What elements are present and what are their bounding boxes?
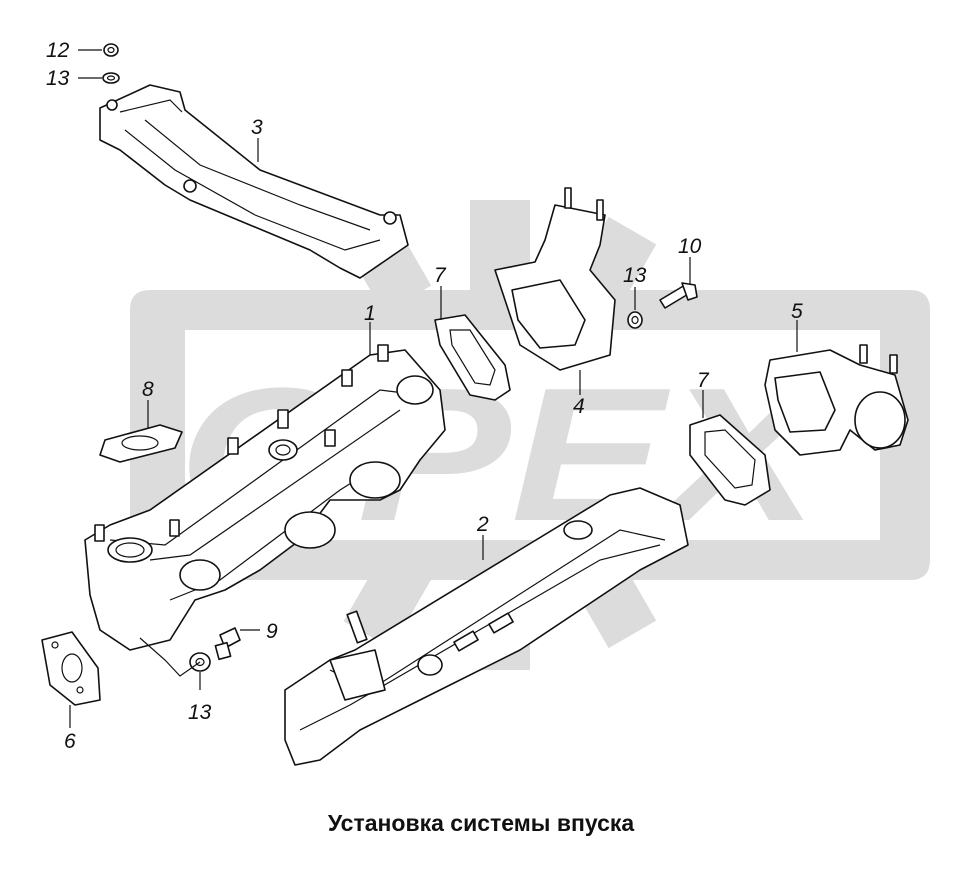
callout-10: 10 <box>678 235 702 258</box>
leader-lines <box>69 49 798 728</box>
part-7-gasket-a <box>434 314 511 401</box>
callout-4: 4 <box>573 395 585 418</box>
callout-5: 5 <box>791 300 803 323</box>
part-2-intake-pipe <box>284 487 689 766</box>
part-1-intake-manifold <box>84 344 446 651</box>
callout-7-right: 7 <box>697 369 710 392</box>
part-6-plate <box>41 631 101 706</box>
callout-6: 6 <box>64 730 76 753</box>
callout-7-left: 7 <box>434 264 447 287</box>
callout-9: 9 <box>266 620 278 643</box>
part-5-elbow <box>764 344 909 456</box>
callout-13-right: 13 <box>623 264 647 287</box>
callout-3: 3 <box>251 116 263 139</box>
callout-12: 12 <box>46 39 70 62</box>
bolt-9 <box>214 627 241 661</box>
part-3-upper-intake-pipe <box>99 84 409 279</box>
part-8-gasket <box>99 424 183 463</box>
callout-numbers: 12 13 3 1 7 4 13 10 5 7 8 2 9 13 6 <box>46 39 803 753</box>
callout-2: 2 <box>476 513 489 536</box>
diagram-caption: Установка системы впуска <box>327 810 635 836</box>
part-4-flange-pipe <box>494 187 616 371</box>
callout-8: 8 <box>142 378 154 401</box>
washer-13-top <box>102 72 120 84</box>
washer-13-right <box>627 311 643 329</box>
callout-1: 1 <box>364 302 376 325</box>
nut-12 <box>103 43 119 57</box>
part-7-gasket-b <box>689 414 771 506</box>
callout-13-lower: 13 <box>188 701 212 724</box>
bolt-10 <box>659 282 698 309</box>
callout-13-top: 13 <box>46 67 70 90</box>
